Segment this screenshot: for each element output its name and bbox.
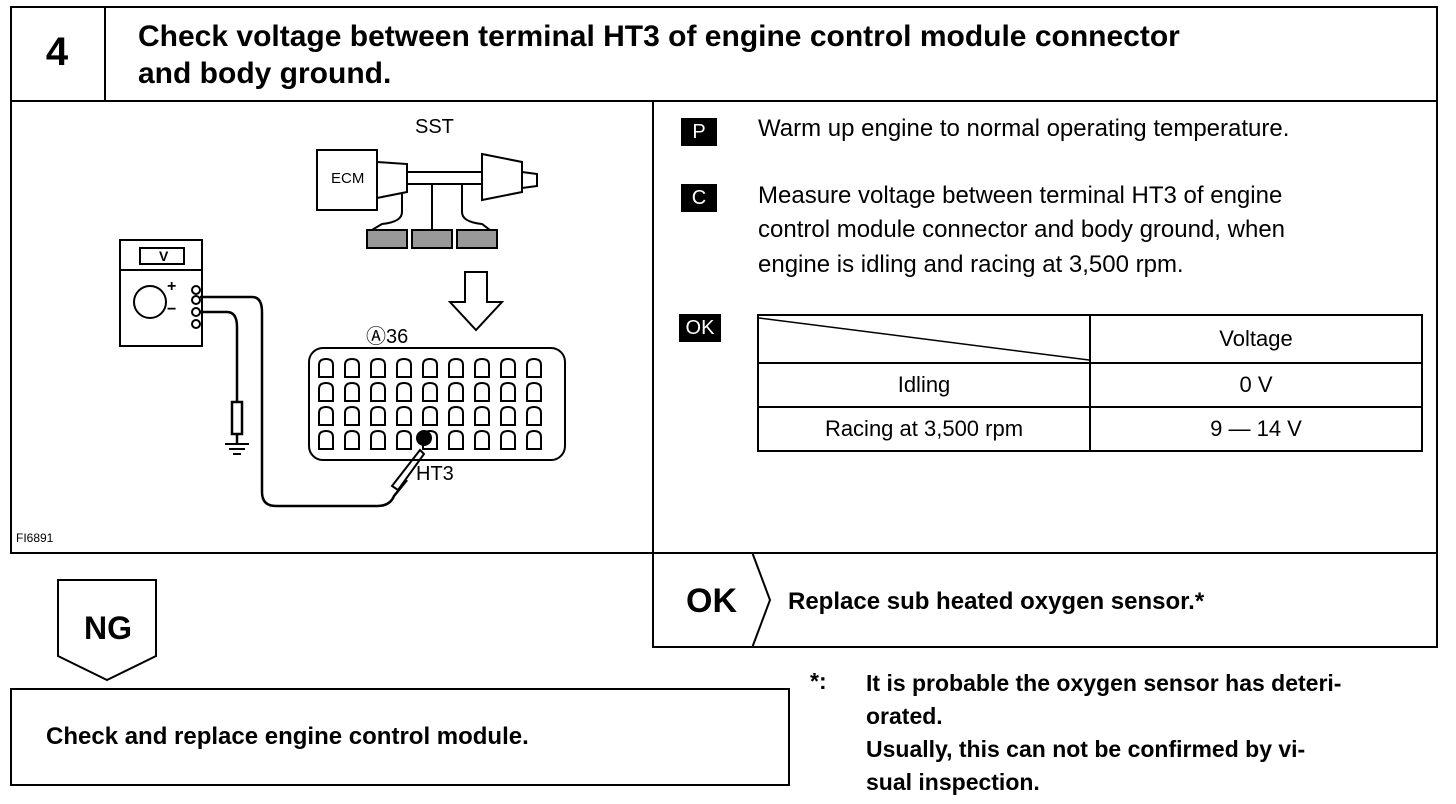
prepare-text: Warm up engine to normal operating tempe…	[758, 115, 1290, 142]
connector-pin	[448, 405, 464, 426]
ground-icon	[225, 443, 249, 455]
connector-pin	[318, 381, 334, 402]
connector-pin	[344, 405, 360, 426]
table-header-voltage: Voltage	[1089, 314, 1423, 364]
connector-pin	[396, 357, 412, 378]
svg-text:+: +	[167, 278, 176, 295]
check-badge: C	[681, 184, 717, 212]
footnote-mark: *:	[810, 668, 827, 694]
diagonal-line	[759, 317, 1089, 361]
table-cell-value: 9 — 14 V	[1089, 406, 1423, 452]
connector-pin	[526, 357, 542, 378]
connector-pin	[318, 405, 334, 426]
table-corner-cell	[757, 314, 1091, 364]
connector-pin	[422, 405, 438, 426]
connector-pin	[318, 357, 334, 378]
ng-result-label: NG	[84, 610, 132, 646]
voltmeter-icon	[119, 239, 203, 347]
connector-pin	[422, 381, 438, 402]
step-number-divider	[104, 6, 106, 102]
connector-pin	[370, 357, 386, 378]
connector-pin	[370, 381, 386, 402]
connector-pin	[344, 429, 360, 450]
ok-result-box	[652, 552, 1438, 648]
connector-pin	[500, 357, 516, 378]
connector-pin	[448, 357, 464, 378]
connector-pin	[526, 381, 542, 402]
connector-pin	[500, 381, 516, 402]
check-text-line2: control module connector and body ground…	[758, 216, 1286, 243]
ecm-label: ECM	[331, 170, 365, 187]
connector-pin	[500, 405, 516, 426]
ok-result-action: Replace sub heated oxygen sensor.*	[788, 588, 1205, 615]
table-row: Racing at 3,500 rpm 9 — 14 V	[757, 406, 1423, 452]
check-text-line1: Measure voltage between terminal HT3 of …	[758, 182, 1283, 209]
figure-id: FI6891	[16, 531, 54, 545]
terminal-ht3-pin	[416, 430, 432, 446]
connector-pin	[448, 381, 464, 402]
connector-pin	[422, 357, 438, 378]
ok-badge: OK	[679, 314, 721, 342]
connector-pin	[474, 357, 490, 378]
meter-label: V	[159, 248, 169, 264]
measurement-diagram: + −	[119, 149, 566, 508]
ecm-connector-outline	[308, 347, 566, 461]
ng-action-box	[10, 688, 790, 786]
ok-result-label: OK	[686, 582, 737, 620]
table-row: Voltage	[757, 314, 1423, 364]
connector-pin	[370, 429, 386, 450]
sst-label: SST	[415, 116, 454, 138]
connector-pin	[344, 381, 360, 402]
ok-chevron	[751, 552, 772, 648]
svg-text:−: −	[167, 301, 176, 318]
connector-pin	[396, 381, 412, 402]
prepare-badge: P	[681, 118, 717, 146]
footnote-line1: It is probable the oxygen sensor has det…	[866, 670, 1342, 696]
probe-lead	[200, 295, 408, 508]
connector-label: Ⓐ36	[366, 326, 409, 348]
connector-pin	[474, 381, 490, 402]
connector-pin	[370, 405, 386, 426]
connector-pin	[318, 429, 334, 450]
down-arrow-icon	[447, 271, 505, 332]
connector-pin	[396, 405, 412, 426]
ground-lead	[200, 310, 244, 444]
connector-pin	[396, 429, 412, 450]
table-cell-condition: Racing at 3,500 rpm	[757, 406, 1091, 452]
connector-pin	[526, 405, 542, 426]
footnote-line3: Usually, this can not be confirmed by vi…	[866, 736, 1306, 762]
connector-pin	[448, 429, 464, 450]
ng-result-shape	[57, 579, 157, 682]
ng-action-text: Check and replace engine control module.	[46, 723, 529, 750]
connector-pin	[474, 429, 490, 450]
step-title-line2: and body ground.	[138, 57, 392, 90]
table-cell-value: 0 V	[1089, 362, 1423, 408]
footnote-line4: sual inspection.	[866, 769, 1040, 795]
connector-pin	[474, 405, 490, 426]
connector-pin	[526, 429, 542, 450]
step-title-line1: Check voltage between terminal HT3 of en…	[138, 20, 1180, 53]
connector-pins	[318, 357, 542, 450]
check-text-line3: engine is idling and racing at 3,500 rpm…	[758, 251, 1184, 278]
footnote-line2: orated.	[866, 703, 943, 729]
terminal-label: HT3	[416, 463, 454, 485]
table-cell-condition: Idling	[757, 362, 1091, 408]
table-row: Idling 0 V	[757, 362, 1423, 408]
connector-pin	[500, 429, 516, 450]
sst-harness-illustration	[316, 149, 538, 249]
connector-pin	[344, 357, 360, 378]
voltage-spec-table: Voltage Idling 0 V Racing at 3,500 rpm 9…	[757, 314, 1423, 452]
step-number: 4	[45, 30, 69, 74]
